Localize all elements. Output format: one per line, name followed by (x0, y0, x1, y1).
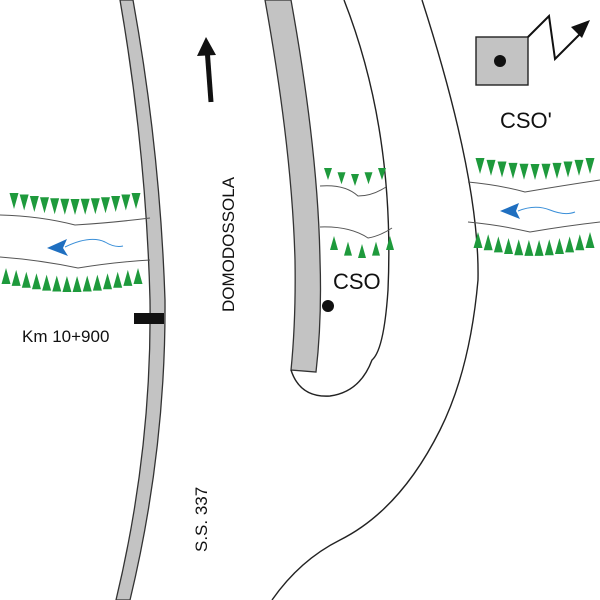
vegetation-lower (1, 268, 143, 292)
vegetation-triangle (123, 269, 133, 286)
vegetation-triangle (364, 172, 373, 185)
station-dot-icon (494, 55, 506, 67)
vegetation-triangle (337, 172, 346, 185)
vegetation-triangle (21, 271, 31, 288)
vegetation-triangle (486, 159, 496, 176)
road-left-strip (115, 0, 166, 600)
vegetation-triangle (1, 268, 11, 284)
vegetation-triangle (19, 194, 29, 211)
vegetation-triangle (82, 275, 92, 292)
vegetation-triangle (101, 197, 110, 214)
river-bank-upper (0, 214, 151, 226)
vegetation-triangle (530, 164, 540, 180)
telemetry-zigzag-arrow-icon (527, 13, 581, 62)
vegetation-triangle (344, 241, 352, 256)
vegetation-upper (475, 158, 595, 180)
vegetation-triangle (121, 194, 131, 211)
cso-label: CSO (333, 269, 381, 294)
vegetation-triangle (330, 236, 338, 250)
road-name-label: S.S. 337 (192, 487, 211, 552)
flow-arrow-icon (47, 239, 68, 256)
road-edge-inner (290, 0, 390, 397)
vegetation-triangle (11, 269, 21, 286)
vegetation-triangle (386, 236, 394, 250)
flow-arrow-icon (500, 203, 520, 219)
vegetation-triangle (585, 232, 595, 248)
vegetation-triangle (508, 162, 518, 179)
vegetation-triangle (585, 158, 595, 174)
river-bank-lower (467, 221, 600, 233)
vegetation-lower (330, 236, 394, 258)
vegetation-triangle (514, 239, 524, 256)
flow-line (517, 206, 576, 215)
vegetation-triangle (544, 239, 554, 256)
vegetation-triangle (80, 198, 90, 215)
vegetation-triangle (504, 238, 514, 255)
vegetation-triangle (534, 239, 544, 256)
cso-prime-label: CSO' (500, 108, 552, 133)
vegetation-triangle (90, 198, 100, 215)
vegetation-triangle (552, 162, 562, 179)
vegetation-triangle (70, 199, 80, 215)
cso-prime-station[interactable] (475, 13, 590, 86)
vegetation-triangle (554, 238, 564, 255)
vegetation-triangle (358, 244, 366, 258)
vegetation-triangle (563, 161, 573, 178)
km-marker-label: Km 10+900 (22, 327, 109, 346)
vegetation-triangle (29, 196, 39, 212)
vegetation-triangle (40, 197, 49, 214)
vegetation-triangle (519, 163, 529, 180)
vegetation-triangle (351, 174, 359, 186)
vegetation-triangle (524, 239, 534, 256)
vegetation-triangle (575, 234, 585, 251)
road-center-strip (264, 0, 322, 373)
vegetation-triangle (72, 275, 82, 292)
vegetation-triangle (574, 159, 584, 176)
vegetation-upper (324, 168, 386, 186)
river-bank-lower (319, 226, 393, 239)
vegetation-triangle (565, 236, 575, 253)
vegetation-triangle (92, 274, 102, 291)
telemetry-arrowhead-icon (571, 20, 590, 38)
vegetation-triangle (541, 163, 551, 180)
vegetation-upper (9, 193, 141, 215)
flow-line (64, 238, 124, 248)
vegetation-triangle (60, 198, 70, 215)
vegetation-triangle (372, 241, 380, 256)
vegetation-triangle (50, 198, 60, 215)
vegetation-triangle (493, 236, 503, 253)
direction-label: DOMODOSSOLA (219, 176, 238, 312)
vegetation-triangle (62, 275, 72, 292)
river-crossing-center (319, 168, 394, 258)
vegetation-triangle (103, 273, 113, 290)
vegetation-triangle (378, 168, 386, 180)
river-bank-lower (0, 256, 151, 269)
vegetation-triangle (475, 158, 485, 174)
vegetation-triangle (113, 271, 123, 288)
river-bank-upper (467, 179, 600, 193)
river-bank-upper (319, 185, 387, 197)
vegetation-triangle (131, 193, 141, 209)
vegetation-triangle (111, 196, 121, 212)
river-crossing-right (467, 158, 600, 256)
vegetation-lower (473, 232, 595, 256)
vegetation-triangle (473, 232, 483, 248)
road-edge-outer (271, 0, 479, 600)
km-marker-block (134, 313, 164, 324)
vegetation-triangle (483, 234, 493, 251)
vegetation-triangle (31, 273, 41, 290)
vegetation-triangle (52, 275, 62, 292)
vegetation-triangle (497, 161, 507, 178)
river-crossing-left (0, 193, 151, 292)
vegetation-triangle (9, 193, 19, 209)
north-arrow-icon (197, 37, 216, 103)
vegetation-triangle (42, 274, 52, 291)
cso-point-marker[interactable] (322, 300, 334, 312)
vegetation-triangle (133, 268, 143, 284)
vegetation-triangle (324, 168, 332, 180)
